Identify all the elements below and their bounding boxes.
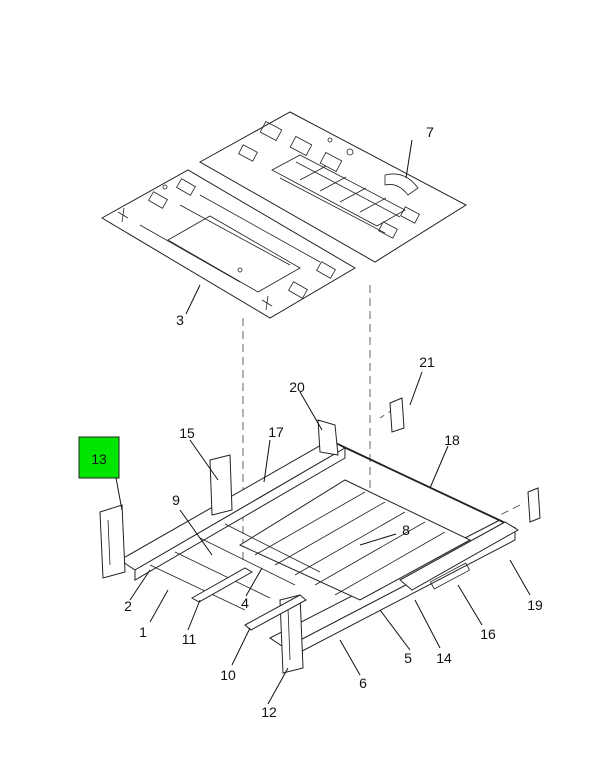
callout-15[interactable]: 15: [179, 425, 195, 441]
callout-6[interactable]: 6: [359, 675, 367, 691]
callout-5[interactable]: 5: [404, 650, 412, 666]
callout-9[interactable]: 9: [172, 492, 180, 508]
callout-14[interactable]: 14: [436, 650, 452, 666]
callout-16[interactable]: 16: [480, 626, 496, 642]
callout-19[interactable]: 19: [527, 597, 543, 613]
callout-7[interactable]: 7: [426, 124, 434, 140]
callout-3[interactable]: 3: [176, 312, 184, 328]
callout-8[interactable]: 8: [402, 522, 410, 538]
floor-frame: [99, 397, 541, 674]
callout-4[interactable]: 4: [241, 595, 249, 611]
callout-21[interactable]: 21: [419, 354, 435, 370]
callout-13[interactable]: 13: [91, 451, 107, 467]
floor-panel-3: [100, 169, 356, 319]
callout-12[interactable]: 12: [261, 704, 277, 720]
callout-1[interactable]: 1: [139, 624, 147, 640]
callout-10[interactable]: 10: [220, 667, 236, 683]
callouts: 7 3 21 20 15 17 18 9 8 2 1 4 11 19 16 5 …: [124, 124, 543, 720]
callout-17[interactable]: 17: [268, 424, 284, 440]
leader-lines: [115, 139, 531, 705]
floor-panel-7: [198, 111, 468, 263]
callout-11[interactable]: 11: [182, 631, 197, 647]
callout-13-highlight[interactable]: [78, 436, 120, 479]
callout-20[interactable]: 20: [289, 379, 305, 395]
callout-2[interactable]: 2: [124, 598, 132, 614]
callout-18[interactable]: 18: [444, 432, 460, 448]
